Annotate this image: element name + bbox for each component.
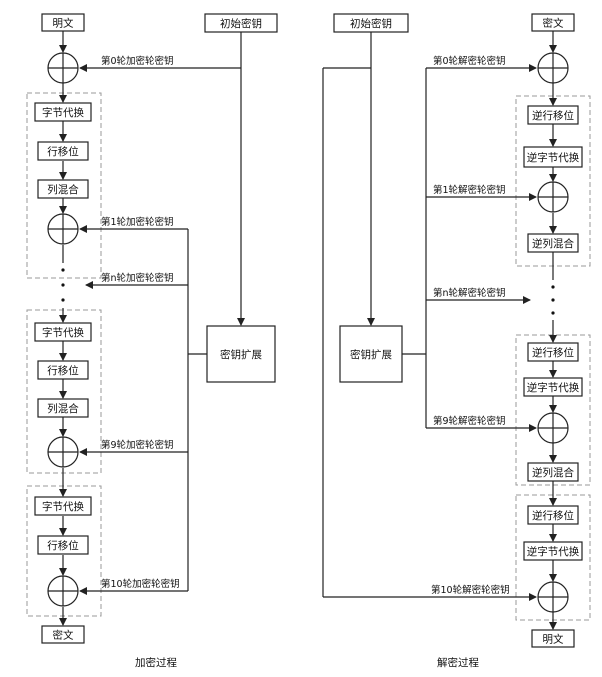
dec-key-expansion-label: 密钥扩展 (350, 348, 392, 361)
enc-initial-key-label: 初始密钥 (220, 17, 262, 30)
dec-xor-10 (537, 581, 569, 613)
dec-invmixcolumns-box-1 (527, 233, 579, 253)
dec-key-expansion-box (339, 325, 403, 383)
dec-plaintext-box (531, 629, 575, 648)
enc-ellipsis-dot (61, 298, 65, 302)
dec-xor-9 (537, 412, 569, 444)
dec-ellipsis-dot (551, 311, 555, 315)
dec-ciphertext-label: 密文 (543, 17, 564, 30)
enc-ellipsis-dot (61, 283, 65, 287)
enc-xor-1 (47, 213, 79, 245)
dec-plaintext-label: 明文 (543, 633, 564, 646)
dec-caption: 解密过程 (437, 656, 479, 669)
enc-key-roundn-label: 第n轮加密轮密钥 (101, 272, 174, 284)
enc-shiftrows-label: 行移位 (47, 539, 79, 552)
enc-mixcolumns-box-1 (37, 179, 89, 199)
enc-ellipsis-dot (61, 268, 65, 272)
enc-mixcolumns-label: 列混合 (47, 183, 79, 196)
dec-key-round1-label: 第1轮解密轮密钥 (433, 184, 506, 196)
dec-invsubbytes-box-9 (523, 377, 583, 397)
decryption-section: 密文 逆行移位 逆字节代换 逆列混合 逆行移位 逆字节代换 逆列混合 逆行移位 … (322, 13, 591, 669)
enc-subbytes-box-1 (34, 102, 92, 122)
enc-mixcolumns-box-9 (37, 398, 89, 418)
dec-invshiftrows-label: 逆行移位 (532, 109, 574, 122)
enc-shiftrows-box-9 (37, 360, 89, 380)
dec-invsubbytes-label: 逆字节代换 (527, 381, 580, 394)
enc-plaintext-box (41, 13, 85, 32)
enc-subbytes-label: 字节代换 (42, 106, 84, 119)
enc-round-group-10 (26, 485, 102, 617)
enc-ciphertext-label: 密文 (53, 629, 74, 642)
dec-key-round9-label: 第9轮解密轮密钥 (433, 415, 506, 427)
enc-caption: 加密过程 (135, 656, 177, 669)
dec-invmixcolumns-box-9 (527, 462, 579, 482)
enc-key-round1-label: 第1轮加密轮密钥 (101, 216, 174, 228)
enc-key-expansion-label: 密钥扩展 (220, 348, 262, 361)
dec-initial-key-label: 初始密钥 (350, 17, 392, 30)
encryption-section: 明文 字节代换 行移位 列混合 字节代换 行移位 列混合 字节代换 行移位 密文 (26, 13, 278, 669)
enc-shiftrows-label: 行移位 (47, 145, 79, 158)
dec-invsubbytes-label: 逆字节代换 (527, 545, 580, 558)
enc-ciphertext-box (41, 625, 85, 644)
dec-invsubbytes-box-10 (523, 541, 583, 561)
dec-xor-0 (537, 52, 569, 84)
dec-key-round10-label: 第10轮解密轮密钥 (431, 584, 510, 596)
dec-invsubbytes-label: 逆字节代换 (527, 151, 580, 164)
enc-round-group-1 (26, 92, 102, 279)
enc-key-expansion-box (206, 325, 276, 383)
enc-key-round0-label: 第0轮加密轮密钥 (101, 55, 174, 67)
dec-invshiftrows-label: 逆行移位 (532, 346, 574, 359)
enc-subbytes-box-9 (34, 322, 92, 342)
enc-subbytes-box-10 (34, 496, 92, 516)
dec-invmixcolumns-label: 逆列混合 (532, 466, 574, 479)
dec-invshiftrows-box-10 (527, 505, 579, 525)
enc-shiftrows-label: 行移位 (47, 364, 79, 377)
dec-ellipsis-dot (551, 285, 555, 289)
enc-xor-9 (47, 436, 79, 468)
enc-key-round9-label: 第9轮加密轮密钥 (101, 439, 174, 451)
enc-mixcolumns-label: 列混合 (47, 402, 79, 415)
enc-subbytes-label: 字节代换 (42, 500, 84, 513)
enc-subbytes-label: 字节代换 (42, 326, 84, 339)
dec-invshiftrows-label: 逆行移位 (532, 509, 574, 522)
enc-round-group-9 (26, 309, 102, 474)
dec-invsubbytes-box-1 (523, 146, 583, 168)
enc-shiftrows-box-10 (37, 535, 89, 555)
dec-ciphertext-box (531, 13, 575, 32)
dec-invmixcolumns-label: 逆列混合 (532, 237, 574, 250)
enc-key-round10-label: 第10轮加密轮密钥 (101, 578, 180, 590)
enc-shiftrows-box-1 (37, 141, 89, 161)
dec-invshiftrows-box-1 (527, 105, 579, 125)
dec-invshiftrows-box-9 (527, 342, 579, 362)
enc-xor-10 (47, 575, 79, 607)
dec-key-roundn-label: 第n轮解密轮密钥 (433, 287, 506, 299)
dec-ellipsis-dot (551, 298, 555, 302)
enc-plaintext-label: 明文 (53, 17, 74, 30)
dec-key-round0-label: 第0轮解密轮密钥 (433, 55, 506, 67)
dec-xor-1 (537, 181, 569, 213)
enc-xor-0 (47, 52, 79, 84)
